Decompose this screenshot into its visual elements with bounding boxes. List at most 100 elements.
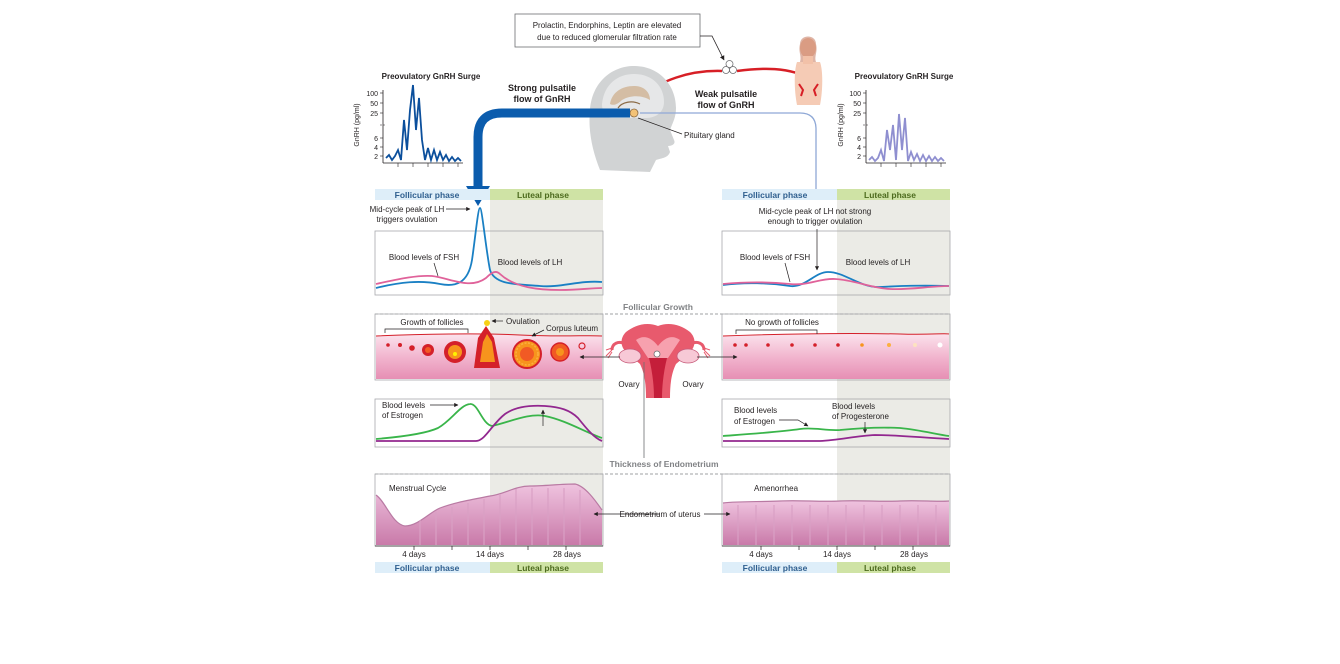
- day-28-label: 28 days: [553, 550, 581, 559]
- follicle-icon: [813, 343, 817, 347]
- phase-luteal-label: Luteal phase: [864, 563, 916, 573]
- strong-flow-line-1: Strong pulsatile: [508, 83, 576, 93]
- weak-flow-line-1: Weak pulsatile: [695, 89, 757, 99]
- head-illustration: [589, 66, 676, 172]
- left-endometrium-glands: [419, 488, 581, 545]
- gnrh-right-tick-label: 4: [857, 145, 861, 152]
- follicle-icon: [744, 343, 748, 347]
- follicle-icon: [887, 343, 891, 347]
- gnrh-right-chart: Preovulatory GnRH Surge GnRH (pg/ml) 100…: [838, 72, 954, 167]
- phase-luteal-label: Luteal phase: [864, 190, 916, 200]
- gnrh-left-ticks: 100 50 25 6 4 2: [366, 91, 386, 161]
- gnrh-right-tick-label: 100: [849, 91, 861, 98]
- brain-icon: [610, 86, 650, 105]
- day-14-label: 14 days: [823, 550, 851, 559]
- uterus-illustration: [605, 324, 711, 398]
- right-endometrium-glands: [737, 505, 937, 545]
- right-phase-bar-bottom: Follicular phase Luteal phase: [722, 562, 950, 573]
- day-4-label: 4 days: [749, 550, 773, 559]
- left-estrogen-curve: [375, 403, 603, 440]
- right-fsh-pointer: [784, 262, 791, 283]
- molecule-icon: [722, 60, 737, 74]
- right-phase-bar-top: Follicular phase Luteal phase: [722, 189, 950, 200]
- gnrh-right-pulse-line: [868, 113, 945, 164]
- left-ovary-label: Ovary: [618, 380, 639, 389]
- right-fsh-curve: [722, 278, 950, 291]
- note-line-1: Prolactin, Endorphins, Leptin are elevat…: [533, 21, 682, 30]
- follicle-icon: [398, 343, 402, 347]
- follicle-icon: [766, 343, 770, 347]
- no-growth-bracket: [735, 329, 818, 334]
- gnrh-right-tick-label: 50: [853, 101, 861, 108]
- day-28-label: 28 days: [900, 550, 928, 559]
- pituitary-icon: [629, 108, 639, 118]
- thickness-label: Thickness of Endometrium: [609, 459, 719, 469]
- right-progesterone-line-2: of Progesterone: [832, 412, 889, 421]
- follicle-icon: [790, 343, 794, 347]
- right-endometrium-panel: Amenorrhea: [721, 473, 951, 547]
- left-phase-bar-top: Follicular phase Luteal phase: [375, 189, 603, 200]
- phase-luteal-label: Luteal phase: [517, 190, 569, 200]
- growth-bracket: [384, 328, 469, 333]
- gnrh-right-title: Preovulatory GnRH Surge: [855, 72, 954, 81]
- follicle-icon: [409, 345, 415, 351]
- gnrh-left-pulse-line: [385, 84, 462, 164]
- gnrh-right-tick-label: 6: [857, 136, 861, 143]
- right-cycle-label: Amenorrhea: [754, 484, 799, 493]
- phase-luteal-label: Luteal phase: [517, 563, 569, 573]
- right-hormone-panel: Blood levels of FSH Blood levels of LH: [721, 229, 951, 296]
- right-lh-peak-line-1: Mid-cycle peak of LH not strong: [759, 207, 872, 216]
- left-day-axis: 4 days 14 days 28 days: [375, 545, 603, 559]
- gnrh-right-tick-label: 2: [857, 154, 861, 161]
- gnrh-left-tick-label: 25: [370, 111, 378, 118]
- right-estrogen-curve: [722, 426, 950, 437]
- gnrh-left-ylabel: GnRH (pg/ml): [354, 103, 361, 146]
- right-ovary-tissue: No growth of follicles: [721, 313, 951, 381]
- gnrh-left-tick-label: 4: [374, 145, 378, 152]
- left-growth-label: Growth of follicles: [400, 318, 463, 327]
- gnrh-right-tick-label: 25: [853, 111, 861, 118]
- left-hormone-panel: Blood levels of FSH Blood levels of LH: [374, 207, 604, 296]
- left-fsh-pointer: [433, 262, 439, 277]
- left-estrogen-line-2: of Estrogen: [382, 411, 423, 420]
- right-growth-label: No growth of follicles: [745, 318, 819, 327]
- right-estrogen-pointer: [779, 419, 809, 427]
- left-lh-peak-line-1: Mid-cycle peak of LH: [370, 205, 445, 214]
- follicle-icon: [913, 343, 917, 347]
- corpus-luteum-label: Corpus luteum: [546, 324, 598, 333]
- right-lh-peak-line-2: enough to trigger ovulation: [768, 217, 863, 226]
- gnrh-left-tick-label: 2: [374, 154, 378, 161]
- woman-figure-icon: [794, 36, 823, 105]
- right-ovary-label: Ovary: [682, 380, 703, 389]
- left-estrogen-panel: Blood levels of Estrogen: [374, 398, 604, 448]
- hormone-note: Prolactin, Endorphins, Leptin are elevat…: [514, 13, 725, 61]
- left-ovary-tissue: Growth of follicles Ovulation Corpus lut…: [374, 313, 604, 381]
- left-lh-label: Blood levels of LH: [498, 258, 563, 267]
- left-lh-peak-line-2: triggers ovulation: [377, 215, 438, 224]
- gnrh-left-chart: Preovulatory GnRH Surge GnRH (pg/ml) 100…: [354, 72, 481, 167]
- left-estrogen-line-1: Blood levels: [382, 401, 425, 410]
- corpus-luteum-pointer: [531, 329, 545, 337]
- pituitary-label: Pituitary gland: [684, 131, 735, 140]
- ovulation-label: Ovulation: [506, 317, 540, 326]
- phase-follicular-label: Follicular phase: [743, 190, 808, 200]
- right-estrogen-panel: Blood levels of Estrogen Blood levels of…: [721, 398, 951, 448]
- phase-follicular-label: Follicular phase: [743, 563, 808, 573]
- follicle-icon: [733, 343, 737, 347]
- right-lh-curve: [722, 271, 950, 288]
- right-progesterone-line-1: Blood levels: [832, 402, 875, 411]
- left-lh-curve: [375, 207, 603, 289]
- gnrh-left-tick-label: 50: [370, 101, 378, 108]
- left-fsh-label: Blood levels of FSH: [389, 253, 459, 262]
- gnrh-right-ylabel: GnRH (pg/ml): [838, 103, 845, 146]
- weak-gnrh-arrow: [640, 112, 820, 197]
- note-pointer-arrow: [700, 35, 725, 61]
- gnrh-right-ticks: 100 50 25 6 4 2: [849, 91, 869, 161]
- right-endometrium-shape: [723, 500, 949, 545]
- day-14-label: 14 days: [476, 550, 504, 559]
- follicle-icon: [578, 342, 586, 350]
- gnrh-left-title: Preovulatory GnRH Surge: [382, 72, 481, 81]
- pituitary-pointer: [637, 117, 683, 135]
